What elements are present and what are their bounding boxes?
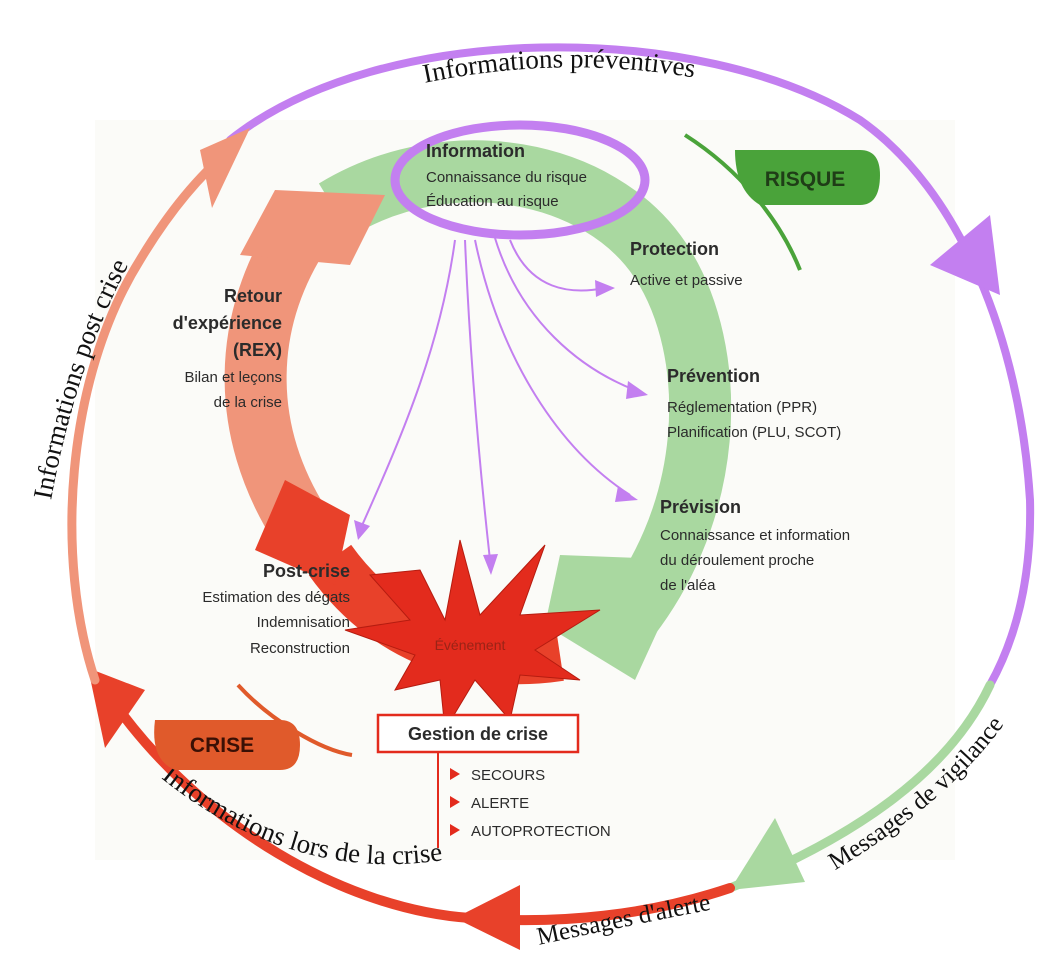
evenement-label: Événement xyxy=(435,637,506,653)
rex-line1: Bilan et leçons xyxy=(184,369,282,386)
inner-ring-red-block xyxy=(255,480,350,585)
post-crise-line1: Estimation des dégats xyxy=(202,589,350,606)
outer-arc-preventive xyxy=(226,43,1035,689)
information-highlight-ellipse xyxy=(390,120,650,240)
inner-ring-green-head xyxy=(545,555,690,680)
gestion-item-autoprotection: AUTOPROTECTION xyxy=(471,823,611,840)
information-line1: Connaissance du risque xyxy=(426,169,587,186)
protection-title: Protection xyxy=(630,239,719,259)
post-crise-line3: Reconstruction xyxy=(250,640,350,657)
inner-ring-salmon-head xyxy=(240,190,385,265)
prevision-title: Prévision xyxy=(660,497,741,517)
outer-arrow-red-bottom xyxy=(455,885,520,950)
rex-title2: d'expérience xyxy=(173,313,282,333)
gestion-crise-title: Gestion de crise xyxy=(408,724,548,744)
post-crise-line2: Indemnisation xyxy=(257,614,350,631)
prevision-line1: Connaissance et information xyxy=(660,527,850,544)
risque-badge: RISQUE xyxy=(683,133,880,271)
outer-cycle xyxy=(67,43,1035,950)
risque-label: RISQUE xyxy=(765,168,846,191)
outer-arc-alerte xyxy=(100,685,735,926)
information-arrows xyxy=(354,237,648,575)
gestion-item-alerte: ALERTE xyxy=(471,795,529,812)
bullet-icon xyxy=(450,824,460,836)
rex-title3: (REX) xyxy=(233,340,282,360)
inner-ring-green xyxy=(318,140,732,661)
rex-block: Retour d'expérience (REX) Bilan et leçon… xyxy=(173,286,282,411)
rex-line2: de la crise xyxy=(214,394,282,411)
outer-arrow-salmon xyxy=(200,128,250,208)
outer-arc-post-crise xyxy=(67,145,235,685)
arrow-to-protection xyxy=(509,239,606,292)
label-messages-alerte: Messages d'alerte xyxy=(534,889,712,951)
post-crise-block: Post-crise Estimation des dégats Indemni… xyxy=(202,561,350,657)
rex-title1: Retour xyxy=(224,286,282,306)
outer-arrow-red-left xyxy=(88,668,145,748)
crise-badge: CRISE xyxy=(154,683,353,770)
arrow-to-prevention xyxy=(494,237,641,393)
prevention-title: Prévention xyxy=(667,366,760,386)
prevention-line1: Réglementation (PPR) xyxy=(667,399,817,416)
gestion-crise-box xyxy=(376,713,580,754)
bullet-icon xyxy=(450,768,460,780)
information-title: Information xyxy=(426,141,525,161)
gestion-item-secours: SECOURS xyxy=(471,767,545,784)
bullet-icon xyxy=(450,796,460,808)
information-line2: Éducation au risque xyxy=(426,193,559,210)
prevision-line3: de l'aléa xyxy=(660,577,716,594)
outer-arrow-green xyxy=(730,818,805,890)
inner-ring-salmon xyxy=(224,207,331,542)
arrow-to-prevision xyxy=(474,239,631,496)
protection-line1: Active et passive xyxy=(630,272,743,289)
crise-label: CRISE xyxy=(190,734,254,757)
post-crise-title: Post-crise xyxy=(263,561,350,581)
evenement-starburst xyxy=(344,539,601,732)
gestion-crise-block: Gestion de crise SECOURS ALERTE AUTOPROT… xyxy=(376,713,611,848)
prevention-line2: Planification (PLU, SCOT) xyxy=(667,424,841,441)
outer-arrow-purple xyxy=(930,215,1000,295)
arrow-to-post-crise xyxy=(359,239,456,531)
prevision-line2: du déroulement proche xyxy=(660,552,814,569)
arrow-to-evenement xyxy=(464,239,491,561)
